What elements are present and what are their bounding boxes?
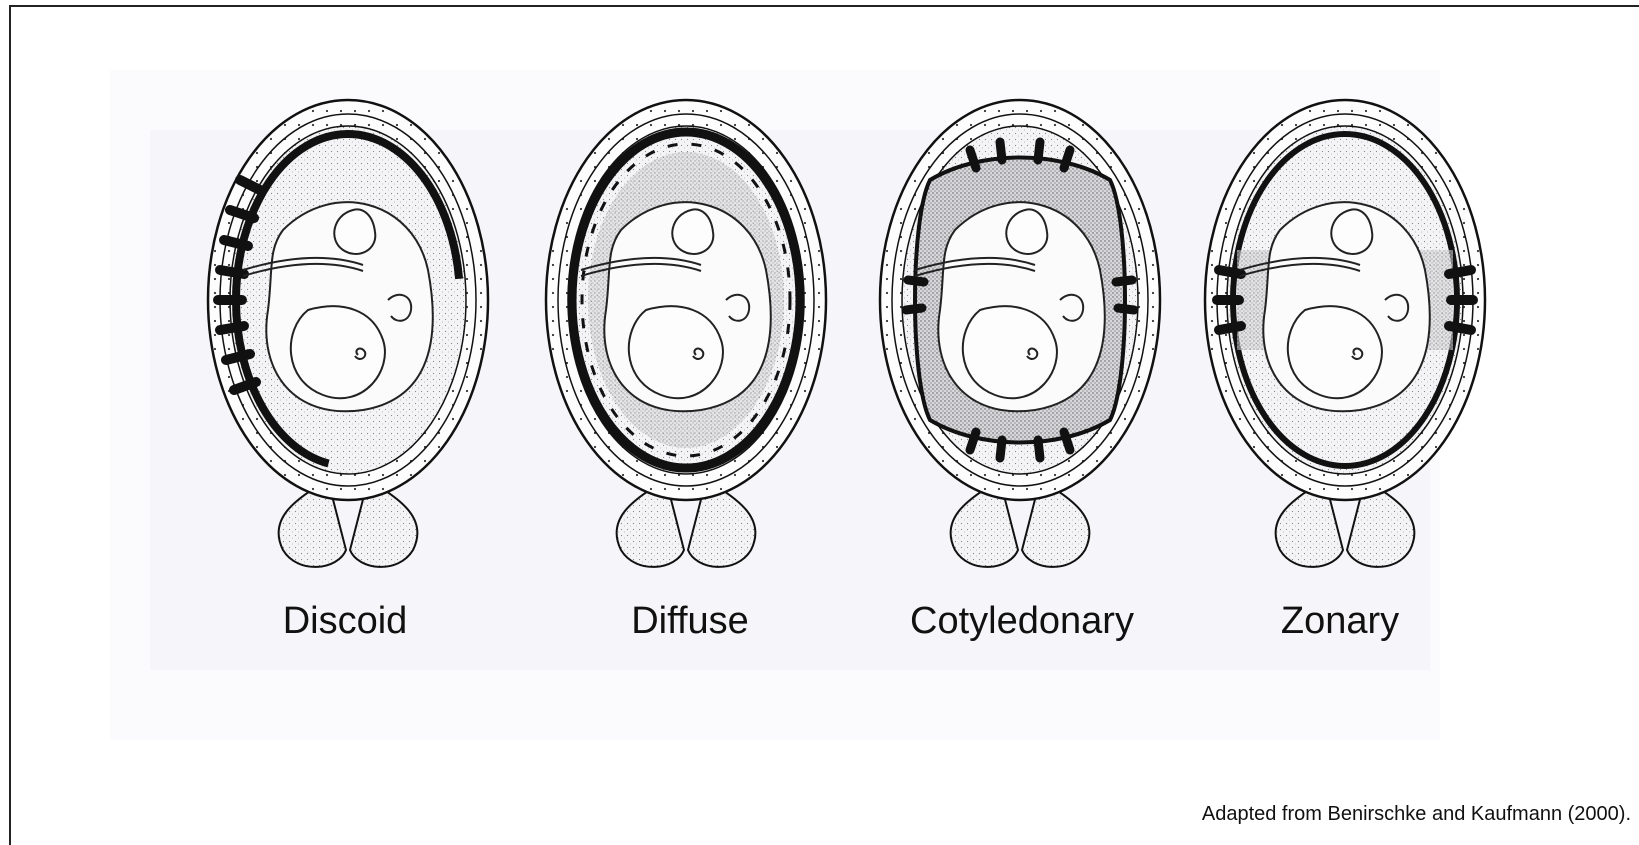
source-credit: Adapted from Benirschke and Kaufmann (20…	[1202, 803, 1631, 826]
zonary-placenta-illustration	[1205, 100, 1485, 567]
label-discoid: Discoid	[283, 600, 408, 643]
label-cotyledonary: Cotyledonary	[910, 600, 1134, 643]
diffuse-placenta-illustration	[546, 100, 826, 567]
label-diffuse: Diffuse	[631, 600, 749, 643]
cotyledonary-placenta-illustration	[880, 100, 1160, 567]
discoid-placenta-illustration	[208, 100, 488, 567]
label-zonary: Zonary	[1281, 600, 1399, 643]
